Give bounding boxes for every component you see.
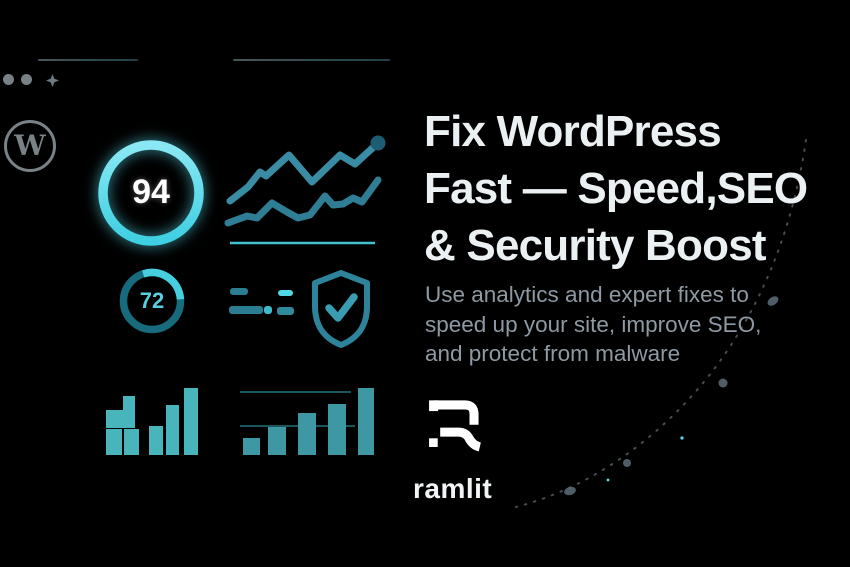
wordpress-w-letter: W xyxy=(14,129,46,162)
ramlit-wordmark: ramlit xyxy=(413,473,493,504)
sparkle-icon xyxy=(46,74,59,87)
top-border-segment xyxy=(233,59,390,61)
seo-score-value: 72 xyxy=(139,288,165,313)
seo-gauge-ring xyxy=(119,268,185,334)
headline-line-2: Fast — Speed,SEO xyxy=(424,164,808,213)
checklist-dash-highlight xyxy=(264,306,272,314)
security-shield-icon xyxy=(312,270,370,348)
checklist-dash-highlight xyxy=(278,290,293,296)
bar-chart-growth xyxy=(240,388,374,455)
performance-score-value: 94 xyxy=(132,172,170,211)
bar-chart-blocks xyxy=(106,388,198,455)
subtext-line-1: Use analytics and expert fixes to xyxy=(425,282,749,307)
window-dot-icon xyxy=(21,74,32,85)
arc-node-dots xyxy=(564,296,779,496)
checklist-dash xyxy=(277,307,294,315)
headline-line-1: Fix WordPress xyxy=(424,107,722,156)
seo-score: 72 xyxy=(117,266,187,336)
checklist-dash xyxy=(230,288,248,295)
wordpress-logo-icon: W xyxy=(4,120,56,172)
subtext: Use analytics and expert fixes to speed … xyxy=(425,280,761,369)
checklist-dash xyxy=(229,306,263,314)
performance-gauge-ring xyxy=(98,140,204,246)
subtext-line-3: and protect from malware xyxy=(425,341,681,366)
headline: Fix WordPress Fast — Speed,SEO & Securit… xyxy=(424,103,808,274)
ramlit-logo-icon xyxy=(429,400,482,452)
headline-line-3: & Security Boost xyxy=(424,221,767,270)
performance-score: 94 xyxy=(96,136,206,248)
line-chart xyxy=(224,135,386,245)
top-border-segment xyxy=(38,59,138,61)
window-dot-icon xyxy=(3,74,14,85)
subtext-line-2: speed up your site, improve SEO, xyxy=(425,311,762,337)
